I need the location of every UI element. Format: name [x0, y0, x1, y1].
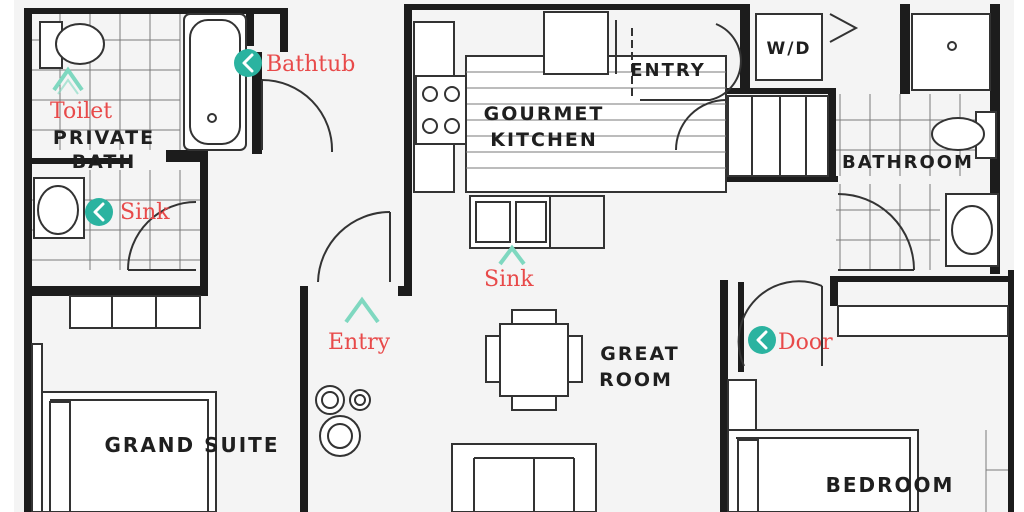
circle-chevron-left-icon [85, 198, 113, 226]
door-annotation-label: Door [778, 330, 833, 355]
chevron-up-icon [52, 66, 84, 92]
bathtub-annotation-label: Bathtub [266, 52, 355, 77]
chevron-up-icon [498, 244, 526, 266]
bathroom-label: Bathroom [842, 152, 974, 173]
sofa [451, 443, 597, 512]
kitchen-label-line2: Kitchen [490, 129, 597, 151]
chevron-left-icon [242, 53, 254, 73]
circle-chevron-left-icon [234, 49, 262, 77]
bathtub-fixture [183, 13, 247, 151]
kitchen-sink-annotation-label: Sink [484, 267, 534, 292]
door-annotation[interactable]: Door [748, 326, 833, 355]
chevron-up-icon [344, 296, 380, 324]
grand-suite-furniture [31, 295, 217, 512]
bath-sink-annotation[interactable]: Sink [85, 198, 170, 226]
chevron-left-icon [93, 202, 105, 222]
chevron-left-icon [756, 330, 768, 350]
bedroom-label: Bedroom [826, 473, 955, 497]
dining-table [485, 309, 583, 411]
entry-annotation[interactable]: Entry [328, 296, 391, 355]
bath-sink-annotation-label: Sink [120, 200, 170, 225]
toilet-annotation-label: Toilet [50, 99, 112, 124]
entry-annotation-label: Entry [328, 330, 391, 355]
bedroom-furniture [727, 280, 1009, 512]
bathtub-annotation[interactable]: Bathtub [234, 49, 355, 77]
circle-chevron-left-icon [748, 326, 776, 354]
grand-suite-label: Grand Suite [105, 433, 280, 457]
toilet-fixture [39, 21, 105, 69]
chevron-up-icon [57, 78, 79, 95]
private-bath-label-line1: Private [53, 127, 155, 149]
washer-dryer-label: W/D [766, 39, 811, 59]
kitchen-area [413, 11, 742, 249]
bathroom-fixtures [837, 13, 999, 271]
kitchen-label-line1: Gourmet [484, 103, 605, 125]
kitchen-sink-annotation[interactable]: Sink [484, 244, 534, 292]
washer-dryer [755, 13, 859, 81]
private-bath-label-line2: Bath [72, 151, 137, 173]
door-swings-left [127, 79, 391, 283]
great-room-label-line1: Great [600, 343, 679, 365]
hall-cabinets [727, 95, 829, 177]
great-room-label-line2: Room [599, 369, 673, 391]
laundry-circles [315, 385, 371, 457]
bath-sink-fixture [33, 177, 85, 239]
toilet-annotation[interactable]: Toilet [50, 66, 112, 124]
entry-room-label: Entry [630, 60, 706, 81]
